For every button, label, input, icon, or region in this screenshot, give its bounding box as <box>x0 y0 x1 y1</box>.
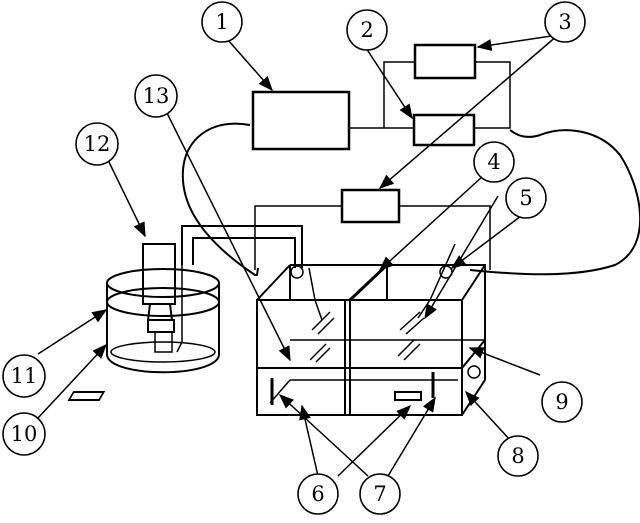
callout-11: 11 <box>2 354 46 398</box>
callout-2: 2 <box>346 9 388 51</box>
wire-bracket-right <box>474 61 511 129</box>
cable-loop <box>181 122 640 276</box>
svg-text:5: 5 <box>519 186 532 210</box>
leader-lines <box>37 34 559 477</box>
svg-text:1: 1 <box>215 10 228 34</box>
pump-unit <box>142 243 183 353</box>
callout-13: 13 <box>134 74 178 118</box>
svg-text:2: 2 <box>360 18 373 42</box>
svg-text:11: 11 <box>11 364 38 388</box>
unit-box-2 <box>412 113 476 147</box>
svg-text:3: 3 <box>558 10 571 34</box>
controller-box <box>251 90 351 151</box>
wire-bracket-left <box>383 61 415 128</box>
callout-3: 3 <box>544 1 586 43</box>
callout-4: 4 <box>473 141 515 183</box>
svg-text:10: 10 <box>11 422 38 446</box>
callout-7: 7 <box>359 473 401 515</box>
svg-text:13: 13 <box>143 84 170 108</box>
tube-inner <box>192 237 296 268</box>
callout-5: 5 <box>505 177 547 219</box>
callout-9: 9 <box>541 381 583 423</box>
svg-text:12: 12 <box>84 132 111 156</box>
tube-outer <box>181 225 303 268</box>
callout-12: 12 <box>75 122 119 166</box>
callout-1: 1 <box>201 1 243 43</box>
unit-box-3-lower <box>340 188 401 224</box>
callout-6: 6 <box>297 473 339 515</box>
svg-text:4: 4 <box>487 150 500 174</box>
svg-text:8: 8 <box>511 444 524 468</box>
wire-to-tank-b <box>399 205 491 270</box>
tank <box>67 243 486 416</box>
svg-text:6: 6 <box>311 482 324 506</box>
svg-text:9: 9 <box>555 390 568 414</box>
svg-text:7: 7 <box>373 482 386 506</box>
unit-box-3-upper <box>413 43 477 80</box>
callout-10: 10 <box>2 412 46 456</box>
callout-8: 8 <box>497 435 539 477</box>
wire-to-tank-a <box>254 205 342 270</box>
